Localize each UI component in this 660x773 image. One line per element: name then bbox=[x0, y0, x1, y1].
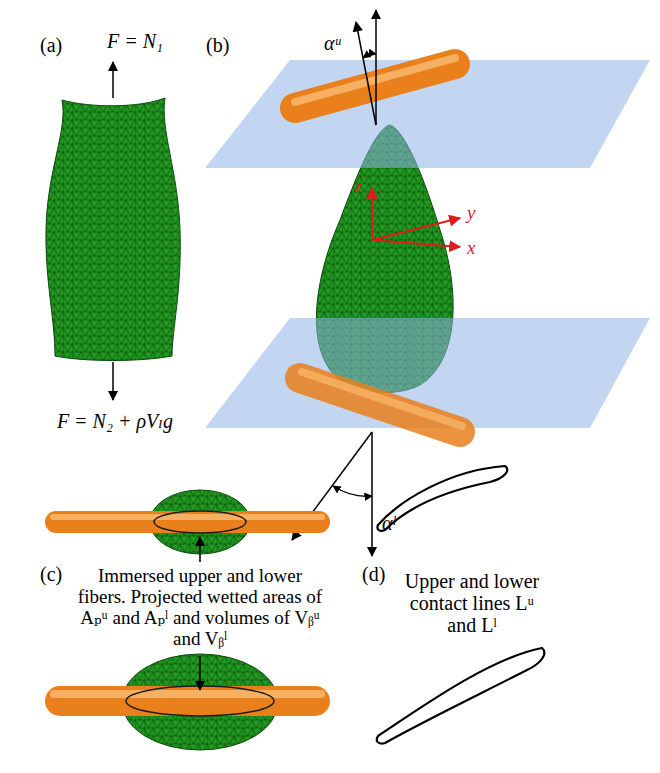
fiber bbox=[45, 686, 330, 716]
axis bbox=[372, 240, 460, 247]
panel-label: (d) bbox=[362, 563, 385, 585]
force-arrow bbox=[371, 432, 373, 556]
force-label: F = N₁ bbox=[107, 30, 163, 52]
panel-label: (a) bbox=[40, 34, 62, 56]
panel-label: (b) bbox=[206, 34, 229, 56]
axis bbox=[371, 188, 373, 240]
force-arrow bbox=[375, 10, 377, 125]
axis-label: y bbox=[467, 203, 475, 224]
wetted-area bbox=[126, 686, 274, 716]
force-arrow bbox=[112, 62, 114, 98]
force-arrow bbox=[112, 362, 114, 400]
axis-label: x bbox=[467, 238, 475, 259]
plane bbox=[205, 60, 650, 168]
leader-arrow bbox=[199, 537, 201, 562]
fiber-highlight bbox=[50, 690, 325, 698]
caption-note: Immersed upper and lower fibers. Project… bbox=[75, 566, 325, 650]
angle-label: αˡ bbox=[382, 512, 395, 534]
angle-label: αᵘ bbox=[324, 32, 340, 54]
force-label: F = N₂ + ρVₗg bbox=[57, 410, 173, 432]
leader-arrow bbox=[199, 656, 201, 690]
force-arrow bbox=[356, 22, 376, 125]
fiber bbox=[300, 378, 460, 432]
fiber-highlight bbox=[302, 372, 462, 426]
caption-note: Upper and lower contact lines Lᵘ and Lˡ bbox=[397, 570, 547, 636]
axis bbox=[372, 218, 460, 240]
contact-line bbox=[377, 466, 507, 531]
droplet-body bbox=[46, 98, 180, 361]
contact-line bbox=[377, 648, 544, 744]
fiber-highlight bbox=[295, 58, 455, 102]
plane bbox=[205, 318, 650, 428]
axis-label: z bbox=[354, 176, 361, 197]
angle-arc bbox=[363, 54, 376, 58]
angle-arc bbox=[333, 486, 372, 496]
wetted-area bbox=[154, 511, 246, 533]
fiber-highlight bbox=[50, 514, 325, 520]
fiber bbox=[45, 511, 330, 533]
panel-label: (c) bbox=[40, 563, 62, 585]
fiber bbox=[295, 64, 455, 108]
